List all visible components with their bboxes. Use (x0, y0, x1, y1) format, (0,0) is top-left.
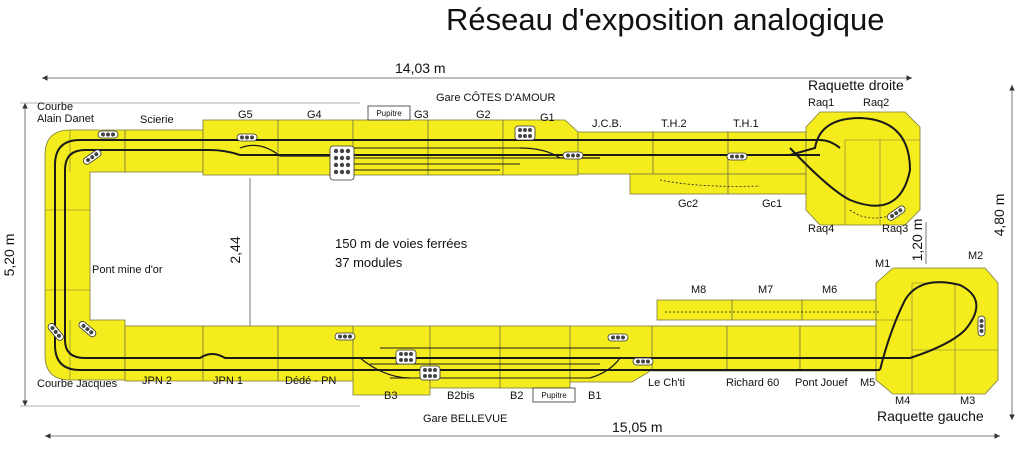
label-m8: M8 (691, 284, 706, 296)
track-g5-siding (239, 144, 330, 157)
tracks (54, 116, 978, 379)
track-b3-siding (359, 357, 411, 379)
track-left-outer (54, 139, 125, 371)
label-g1: G1 (540, 112, 555, 124)
bottom-width-label: 15,05 m (612, 419, 663, 435)
label-scierie: Scierie (140, 114, 174, 126)
track-top-outer (125, 139, 841, 149)
label-raq4: Raq4 (808, 223, 834, 235)
module-m7 (731, 299, 803, 321)
label-raq2: Raq2 (863, 97, 889, 109)
label-courbe-jacques: Courbe Jacques (37, 378, 118, 390)
station-top-title: Gare CÔTES D'AMOUR (436, 91, 556, 104)
label-b3: B3 (384, 390, 397, 402)
module-gc1 (727, 173, 807, 195)
track-top-inner (125, 149, 820, 156)
pupitre-top-box (367, 105, 411, 121)
station-bottom-title: Gare BELLEVUE (423, 413, 507, 425)
label-b2: B2 (510, 390, 523, 402)
inner-height-label: 2,44 (227, 236, 243, 263)
label-dede: Dédé - PN (285, 375, 336, 387)
track-raq4-siding (849, 209, 901, 219)
label-gc1: Gc1 (762, 198, 782, 210)
module-richard (726, 325, 801, 372)
track-raquette-gauche-loop (879, 281, 978, 371)
label-b1: B1 (588, 390, 601, 402)
track-b1-siding (589, 357, 621, 379)
label-courbe-1: Courbe (37, 101, 73, 113)
signals (47, 125, 986, 381)
track-g1-siding (519, 147, 600, 159)
info-tracks: 150 m de voies ferrées (335, 236, 468, 251)
pupitre-bottom-label: Pupitre (541, 391, 567, 400)
page-title: Réseau d'exposition analogique (446, 2, 885, 37)
module-m6 (801, 299, 879, 321)
label-raq3: Raq3 (882, 223, 908, 235)
label-b2bis: B2bis (447, 390, 475, 402)
pupitre-top-label: Pupitre (376, 109, 402, 118)
gap-height-label: 1,20 m (909, 219, 925, 262)
pupitre-bottom-box (532, 387, 576, 403)
label-g2: G2 (476, 109, 491, 121)
label-m3: M3 (960, 395, 975, 407)
modules (44, 111, 999, 396)
right-height-label: 4,80 m (991, 194, 1007, 237)
label-courbe-2: Alain Danet (37, 113, 94, 125)
module-b1 (569, 325, 653, 383)
info-modules: 37 modules (335, 255, 403, 270)
left-height-label: 5,20 m (1, 234, 17, 277)
module-raquette-gauche (875, 267, 999, 395)
label-m7: M7 (758, 284, 773, 296)
module-m8 (656, 299, 733, 321)
label-m1: M1 (875, 258, 890, 270)
module-b3 (352, 325, 431, 396)
label-lechti: Le Ch'ti (648, 377, 685, 389)
track-bottom-inner (125, 353, 880, 359)
module-gc2 (629, 173, 729, 195)
label-jcb: J.C.B. (592, 118, 622, 130)
label-m6: M6 (822, 284, 837, 296)
label-g4: G4 (307, 109, 322, 121)
track-gc-siding (659, 179, 761, 187)
label-raquette-droite: Raquette droite (808, 77, 904, 93)
module-jcb (577, 131, 654, 175)
module-left-section (44, 129, 126, 381)
dimension-lines (20, 75, 1015, 439)
label-pont-mine: Pont mine d'or (92, 264, 163, 276)
label-raq1: Raq1 (808, 97, 834, 109)
label-g3: G3 (414, 109, 429, 121)
track-raquette-droite-loop (789, 116, 912, 207)
label-raquette-gauche: Raquette gauche (877, 408, 984, 424)
label-m5: M5 (860, 377, 875, 389)
label-richard: Richard 60 (726, 377, 779, 389)
module-lechti (651, 325, 728, 372)
track-left-inner (64, 149, 125, 359)
label-g5: G5 (238, 109, 253, 121)
module-th2 (652, 131, 729, 175)
label-gc2: Gc2 (678, 198, 698, 210)
label-th2: T.H.2 (661, 118, 687, 130)
label-jpn2: JPN 2 (142, 375, 172, 387)
top-width-label: 14,03 m (395, 60, 446, 76)
label-th1: T.H.1 (733, 118, 759, 130)
module-jpn2 (124, 325, 204, 382)
label-m2: M2 (968, 250, 983, 262)
module-pontjouef (799, 325, 879, 372)
label-pontjouef: Pont Jouef (795, 377, 849, 389)
label-m4: M4 (895, 395, 910, 407)
track-top-sidings (330, 147, 560, 171)
label-jpn1: JPN 1 (213, 375, 243, 387)
